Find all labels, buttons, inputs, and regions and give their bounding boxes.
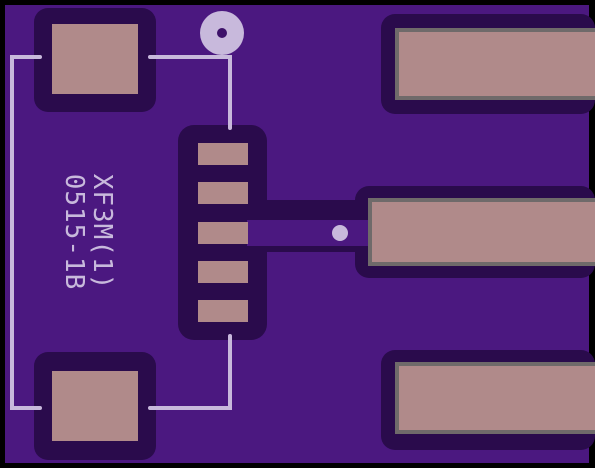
silkscreen-outline xyxy=(10,55,232,410)
right-pads xyxy=(368,28,595,434)
trace-via[interactable] xyxy=(332,225,348,241)
mounting-hole-drill xyxy=(217,28,227,38)
silk-bottom-line xyxy=(148,334,232,410)
silkscreen-label: XF3M(1) 0515-1B xyxy=(59,174,117,291)
silkscreen-label-line-2: 0515-1B xyxy=(59,174,89,291)
silk-top-line xyxy=(148,55,232,130)
pad-top-right[interactable] xyxy=(399,32,595,96)
connector-pin-2[interactable] xyxy=(198,182,248,204)
connector-pin-4[interactable] xyxy=(198,261,248,283)
connector-pin-3[interactable] xyxy=(198,222,248,244)
pad-middle-right[interactable] xyxy=(372,202,595,262)
pad-top-left[interactable] xyxy=(52,24,138,94)
pad-bottom-right[interactable] xyxy=(399,366,595,430)
connector-pin-5[interactable] xyxy=(198,300,248,322)
signal-trace xyxy=(247,220,382,246)
silk-left-bracket xyxy=(10,55,42,410)
silkscreen-label-line-1: XF3M(1) xyxy=(87,174,117,291)
connector-pins xyxy=(198,143,248,322)
pad-bottom-left[interactable] xyxy=(52,371,138,441)
connector-pin-1[interactable] xyxy=(198,143,248,165)
